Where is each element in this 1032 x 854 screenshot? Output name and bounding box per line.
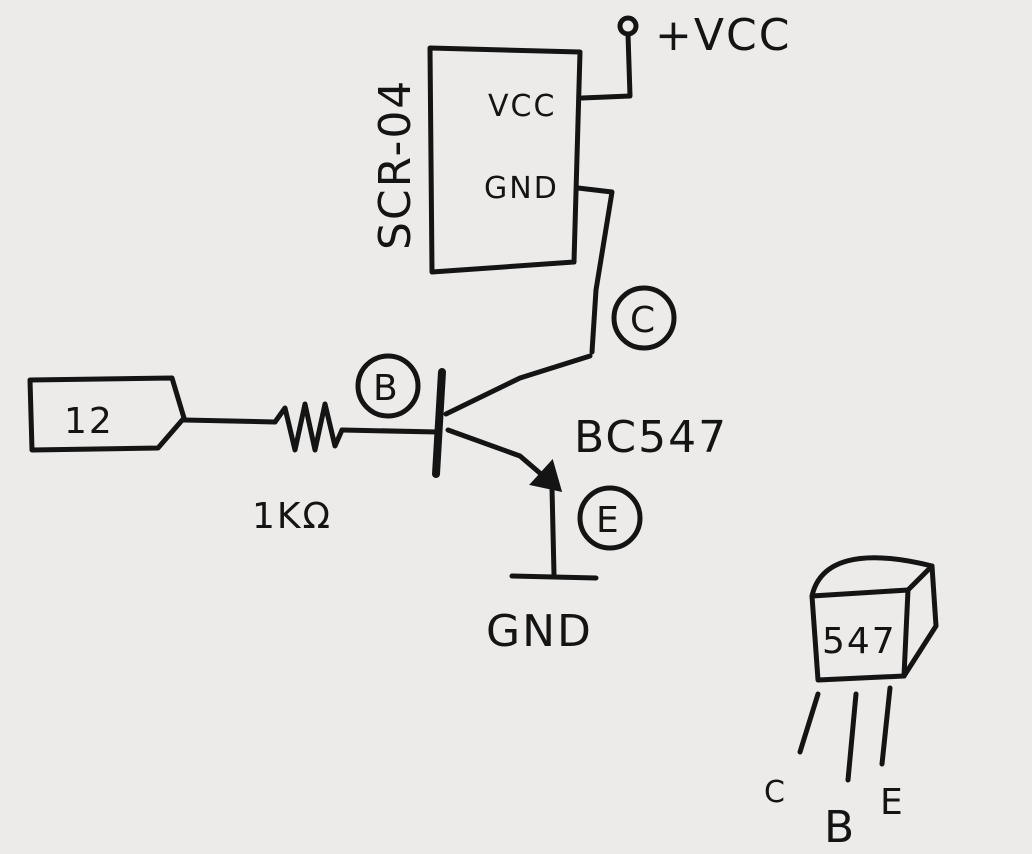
package-leg-b bbox=[845, 691, 859, 783]
transistor-label: BC547 bbox=[574, 412, 728, 463]
module-box bbox=[427, 45, 583, 275]
module-gnd-label: GND bbox=[484, 171, 559, 206]
emitter-marker-label: E bbox=[596, 500, 621, 541]
module-vcc-label: VCC bbox=[488, 89, 556, 124]
input-pin: 12 bbox=[27, 375, 187, 453]
transistor-symbol: BC547 bbox=[432, 353, 728, 492]
collector-marker-label: C bbox=[630, 300, 657, 341]
resistor-label: 1KΩ bbox=[252, 496, 332, 537]
package-leg-e bbox=[879, 685, 893, 767]
package-leg-c bbox=[797, 691, 821, 755]
ground-label: GND bbox=[486, 606, 593, 657]
transistor-emitter-lead bbox=[445, 427, 551, 483]
transistor-collector-lead bbox=[443, 353, 593, 417]
ground-symbol bbox=[509, 573, 599, 581]
base-marker-label: B bbox=[373, 368, 400, 409]
input-pin-label: 12 bbox=[64, 401, 114, 442]
emitter-marker: E bbox=[577, 485, 643, 551]
package-top bbox=[809, 555, 935, 599]
transistor-base-bar bbox=[432, 368, 446, 478]
package-b-label: B bbox=[824, 802, 856, 853]
input-pin-box bbox=[27, 375, 187, 453]
package-side bbox=[901, 563, 939, 679]
vcc-wire bbox=[579, 31, 633, 101]
scr04-module: SCR-04 VCC GND bbox=[370, 45, 583, 275]
package-marking-label: 547 bbox=[822, 621, 897, 662]
emitter-arrow bbox=[529, 458, 563, 492]
collector-wire bbox=[575, 185, 615, 355]
emitter-wire bbox=[549, 485, 557, 577]
base-circle bbox=[355, 353, 421, 419]
vcc-terminal: +VCC bbox=[579, 10, 791, 101]
collector-circle bbox=[611, 285, 677, 351]
module-name-label: SCR-04 bbox=[370, 79, 421, 250]
resistor-symbol bbox=[272, 401, 345, 453]
emitter-circle bbox=[577, 485, 643, 551]
vcc-supply-label: +VCC bbox=[655, 10, 791, 61]
transistor-package: 547 C B E bbox=[764, 555, 939, 853]
base-wire bbox=[339, 427, 441, 435]
collector-marker: C bbox=[611, 285, 677, 351]
base-marker: B bbox=[355, 353, 421, 419]
package-c-label: C bbox=[764, 775, 787, 810]
package-e-label: E bbox=[880, 782, 905, 823]
input-wire bbox=[181, 417, 278, 425]
